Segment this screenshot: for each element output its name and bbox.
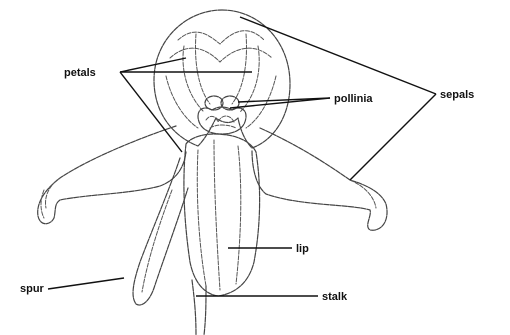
leader-lines [48,17,436,296]
label-spur: spur [20,283,45,295]
lip-shape [184,134,260,296]
label-stalk: stalk [322,291,348,303]
spur-inner-line [142,190,172,292]
dorsal-sepal [154,10,290,148]
leader-petals-3 [120,72,182,152]
right-sepal [252,128,387,230]
stalk-right [204,286,206,335]
petal-line-2 [170,48,272,62]
left-sepal-tip [41,178,60,218]
left-sepal [38,126,186,224]
leader-sepals-2 [350,94,436,180]
petal-line-1 [178,31,264,44]
lip-midline [214,140,220,290]
label-pollinia: pollinia [334,93,373,105]
stalk-left [192,280,196,335]
leader-petals-2 [120,58,186,72]
leader-spur [48,278,124,289]
lip-line-right [236,146,241,284]
label-sepals: sepals [440,89,474,101]
petal-line-5 [196,34,247,104]
lip-line-left [197,150,206,286]
label-lip: lip [296,243,309,255]
label-petals: petals [64,67,96,79]
spur-shape [133,158,188,305]
